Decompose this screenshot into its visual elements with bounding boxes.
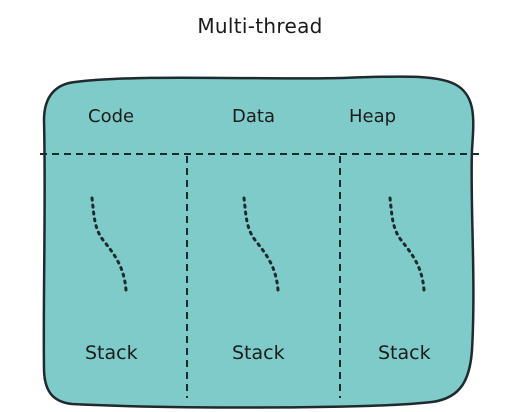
diagram-title: Multi-thread	[197, 14, 323, 38]
heap-label: Heap	[349, 106, 397, 127]
thread-squiggle-icon	[388, 196, 426, 292]
process-block	[42, 75, 475, 409]
thread-squiggle-icon	[242, 196, 280, 292]
data-label: Data	[232, 106, 275, 127]
thread-squiggle-icon	[90, 196, 128, 292]
stack-label-thread-2: Stack	[232, 342, 285, 364]
stack-label-thread-3: Stack	[378, 342, 431, 364]
code-label: Code	[88, 106, 135, 127]
stack-label-thread-1: Stack	[85, 342, 138, 364]
